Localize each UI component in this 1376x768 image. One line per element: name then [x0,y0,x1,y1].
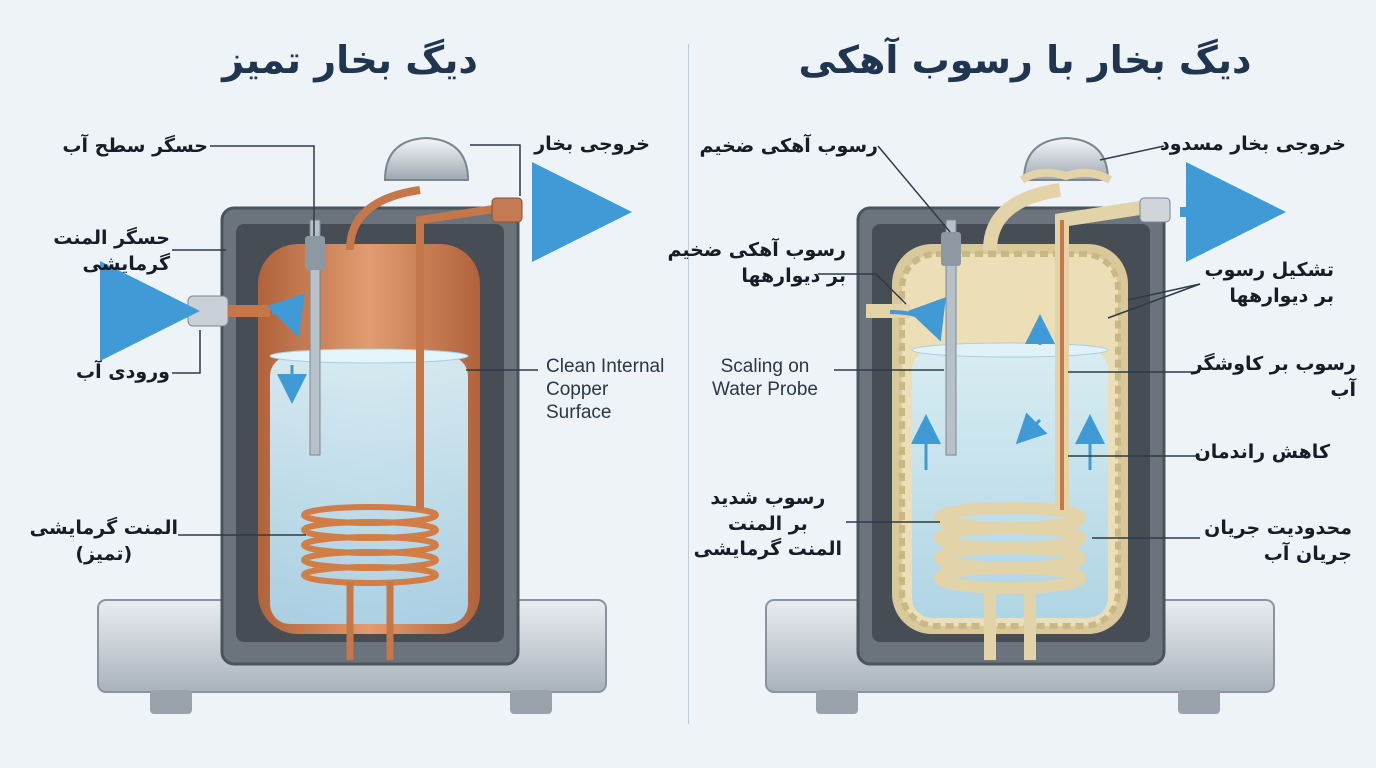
wall-scale-formation-label: تشکیل رسوب بر دیوارهها [1204,259,1334,307]
foot-right [1178,690,1220,714]
water-inlet-label: ورودی آب [76,361,170,383]
scale-on-probe-label: رسوب بر کاوشگر آب [1191,353,1356,401]
scaled-boiler-title: دیگ بخار با رسوب آهکی [798,38,1252,82]
heating-coil [301,504,439,586]
efficiency-drop-label: کاهش راندمان [1194,441,1330,463]
inlet-fitting [187,295,229,327]
water-surface [911,342,1109,358]
probe-cap [941,232,961,266]
scaled-heating-coil [934,502,1086,594]
blocked-outlet-label: خروجی بخار مسدود [1159,133,1346,155]
scaling-probe-label: Scaling on Water Probe [712,356,818,400]
right-leader-lines [818,145,1201,539]
clean-boiler-title: دیگ بخار تمیز [222,38,478,82]
clean-surface-label: Clean Internal Copper Surface [546,356,665,423]
heavy-scale-top-label: رسوب آهکی ضخیم [699,135,878,157]
outlet-valve [1139,197,1171,223]
internal-flow-arrow [266,293,305,338]
left-leader-lines [172,144,538,536]
foot-right [510,690,552,714]
scaled-legs [984,588,1036,660]
water-level-sensor-label: حسگر سطح آب [62,135,208,157]
flow-restriction-label: محدودیت جریان جریان آب [1204,517,1352,565]
clean-boiler [97,136,612,714]
scaled-boiler [765,138,1274,714]
heating-element-clean-label: المنت گرمایشی (تمیز) [29,517,178,565]
probe-cap [305,236,325,270]
steam-outlet-label: خروجی بخار [534,133,650,155]
scaled-steam-pipe [983,183,1062,251]
outlet-valve [491,197,523,223]
water-level-probe [945,219,957,456]
foot-left [816,690,858,714]
heavy-scale-element-label: رسوب شدید بر المنت المنت گرمایشی [693,487,842,561]
dome-scale [1019,168,1113,184]
heating-element-sensor-label: حسگر المنت گرمایشی [53,227,170,275]
panel-divider [688,44,689,724]
heavy-scale-walls-label: رسوب آهکی ضخیم بر دیوارهها [667,239,846,287]
flow-arrow-icon [1015,412,1048,445]
steam-dome [383,136,470,181]
internal-flow-arrow [889,297,946,342]
foot-left [150,690,192,714]
water-surface [269,348,469,364]
coil-legs [346,582,394,660]
water-level-probe [309,219,321,456]
steam-pipe [346,186,421,251]
